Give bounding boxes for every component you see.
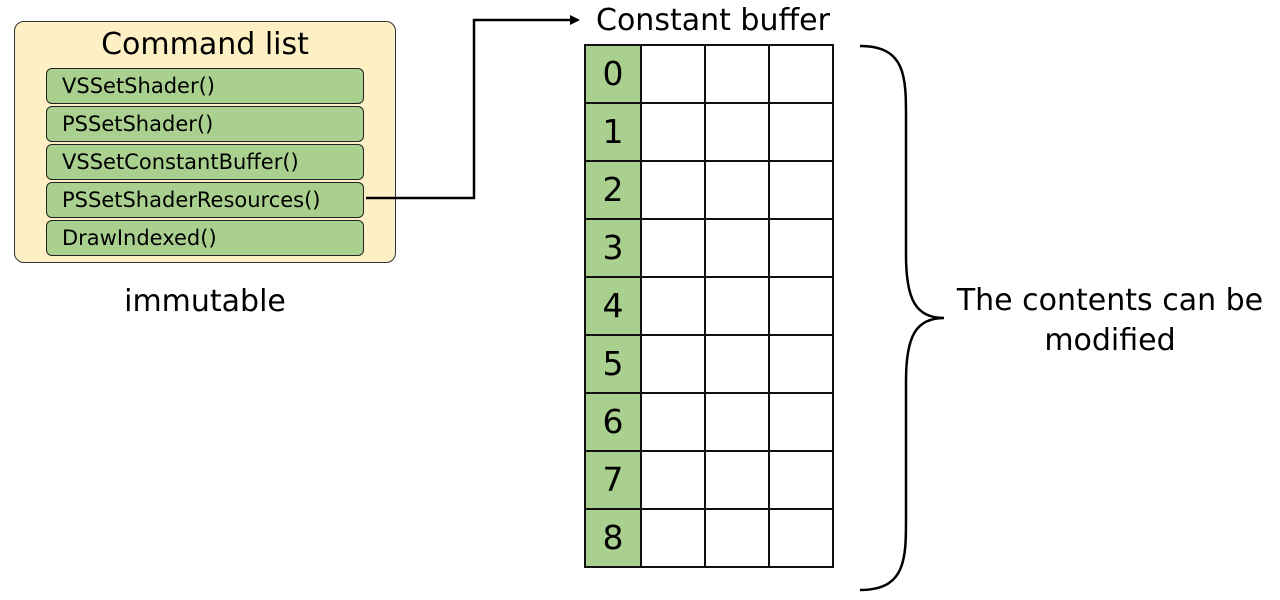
buffer-cell: [704, 102, 770, 162]
buffer-cell: [640, 392, 706, 452]
modifiable-caption: The contents can be modified: [956, 283, 1264, 358]
slot-index: 3: [584, 218, 642, 278]
command-list-items: VSSetShader() PSSetShader() VSSetConstan…: [46, 68, 364, 258]
buffer-cell: [768, 160, 834, 220]
slot-index: 1: [584, 102, 642, 162]
command-list-title: Command list: [101, 27, 309, 62]
command-item-drawindexed: DrawIndexed(): [46, 220, 364, 256]
command-item-pssetshader: PSSetShader(): [46, 106, 364, 142]
connector-arrow: [366, 15, 580, 200]
right-curly-brace: [859, 44, 945, 592]
buffer-row: 3: [584, 218, 834, 278]
buffer-cell: [768, 44, 834, 104]
buffer-cell: [640, 276, 706, 336]
command-item-pssetshaderresources: PSSetShaderResources(): [46, 182, 364, 218]
buffer-row: 1: [584, 102, 834, 162]
command-item-vssetconstantbuffer: VSSetConstantBuffer(): [46, 144, 364, 180]
buffer-cell: [640, 334, 706, 394]
buffer-row: 6: [584, 392, 834, 452]
buffer-cell: [704, 218, 770, 278]
buffer-cell: [704, 44, 770, 104]
buffer-cell: [768, 218, 834, 278]
buffer-cell: [640, 160, 706, 220]
slot-index: 6: [584, 392, 642, 452]
slot-index: 7: [584, 450, 642, 510]
command-item-vssetshader: VSSetShader(): [46, 68, 364, 104]
buffer-cell: [768, 102, 834, 162]
buffer-cell: [768, 392, 834, 452]
buffer-cell: [704, 450, 770, 510]
buffer-cell: [640, 450, 706, 510]
buffer-cell: [768, 334, 834, 394]
slot-index: 2: [584, 160, 642, 220]
slot-index: 8: [584, 508, 642, 568]
buffer-cell: [704, 508, 770, 568]
buffer-cell: [704, 276, 770, 336]
buffer-row: 7: [584, 450, 834, 510]
buffer-cell: [640, 102, 706, 162]
command-list-panel: Command list VSSetShader() PSSetShader()…: [14, 21, 396, 263]
slot-index: 0: [584, 44, 642, 104]
buffer-cell: [704, 392, 770, 452]
buffer-cell: [704, 334, 770, 394]
buffer-row: 4: [584, 276, 834, 336]
buffer-row: 0: [584, 44, 834, 104]
buffer-cell: [640, 218, 706, 278]
buffer-cell: [704, 160, 770, 220]
slot-index: 4: [584, 276, 642, 336]
buffer-cell: [640, 44, 706, 104]
buffer-cell: [768, 508, 834, 568]
buffer-cell: [768, 276, 834, 336]
constant-buffer-title: Constant buffer: [596, 3, 830, 38]
slot-index: 5: [584, 334, 642, 394]
buffer-cell: [768, 450, 834, 510]
constant-buffer-grid: 0 1 2 3 4 5 6 7 8: [584, 44, 834, 568]
buffer-row: 5: [584, 334, 834, 394]
buffer-row: 8: [584, 508, 834, 568]
buffer-row: 2: [584, 160, 834, 220]
immutable-caption: immutable: [124, 284, 286, 319]
buffer-cell: [640, 508, 706, 568]
